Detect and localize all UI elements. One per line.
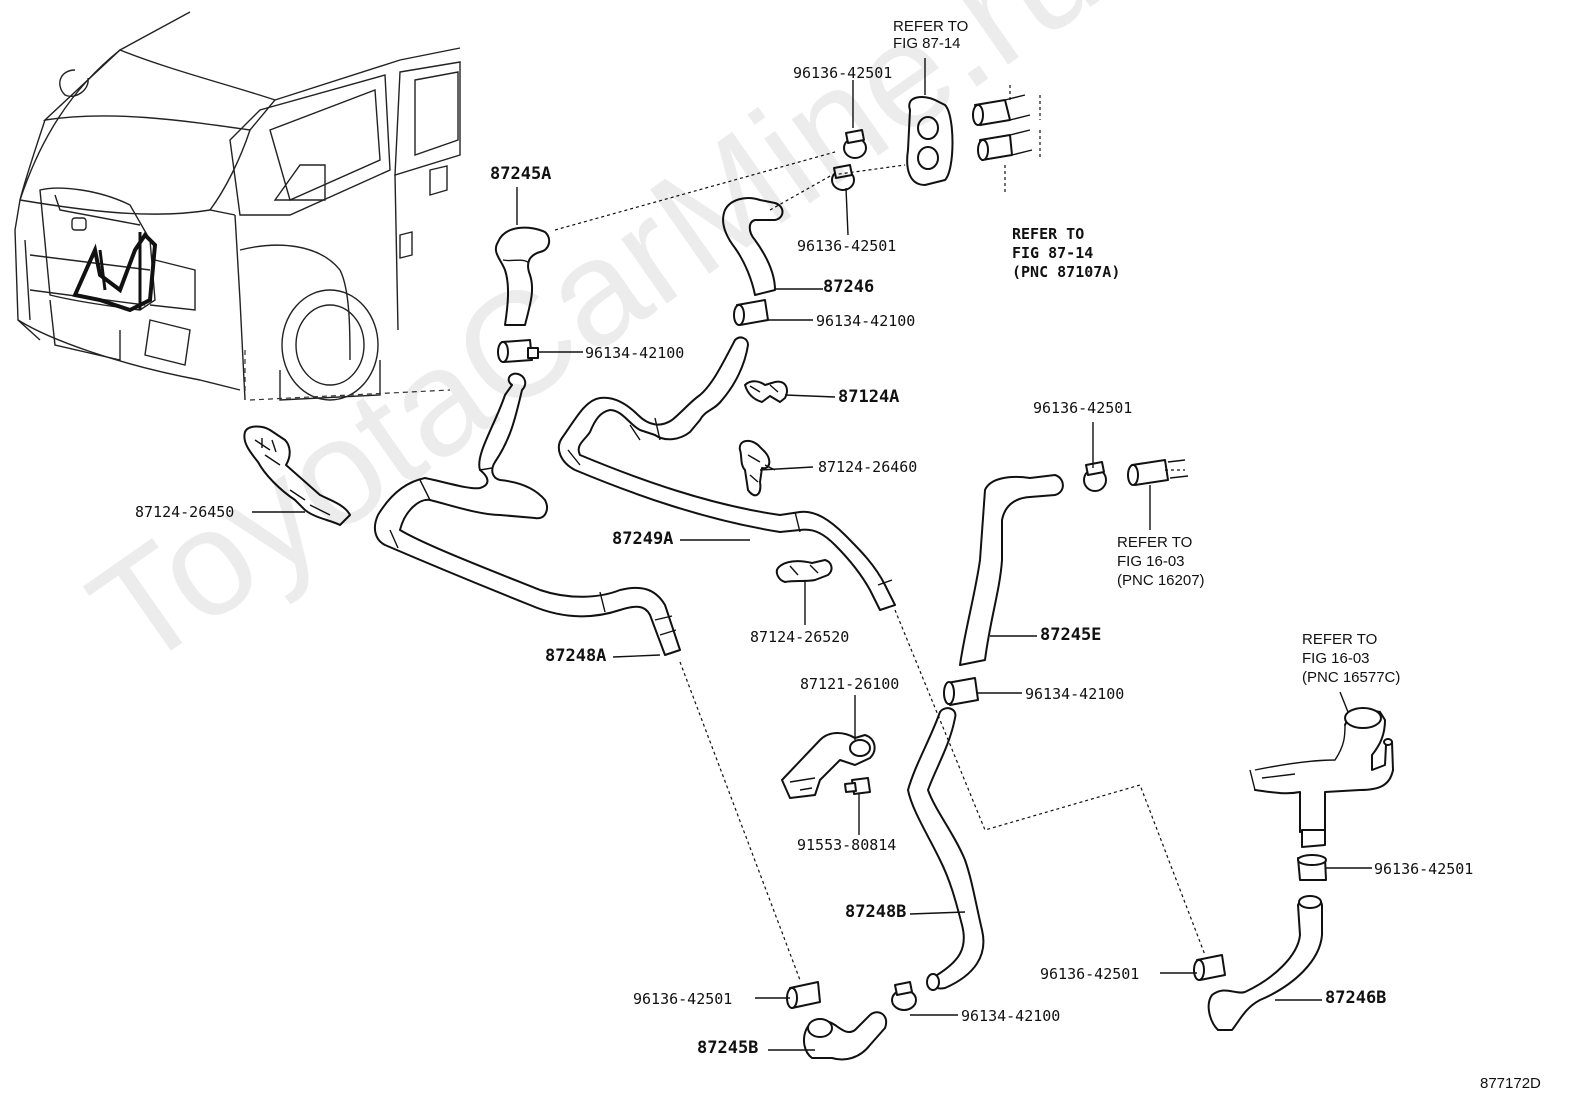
part-label-87248a: 87248A [545,646,607,666]
hose-87248A [373,372,681,656]
clamp-icon [843,129,867,159]
hose-87249A [557,336,896,611]
hose-87246 [722,197,784,296]
van-illustration [14,11,461,401]
dashed-connection-lines [554,151,1206,981]
reference-fig-87-14-pnc-87107a: REFER TO FIG 87-14 (PNC 87107A) [1012,225,1121,281]
clamp-icon [497,339,539,363]
bracket-87124-26450 [243,425,351,526]
part-label-87248b: 87248B [845,902,907,922]
part-label-96136-42501: 96136-42501 [797,237,897,255]
leader-lines [252,58,1372,1051]
part-label-87245e: 87245E [1040,625,1102,645]
part-label-87121-26100: 87121-26100 [800,675,900,693]
clamp-icon [831,164,855,191]
part-label-96136-42501: 96136-42501 [1040,965,1140,983]
part-label-87245a: 87245A [490,164,552,184]
hose-87245A [494,226,551,326]
part-label-87246b: 87246B [1325,988,1387,1008]
part-label-87124a: 87124A [838,387,900,407]
part-label-87245b: 87245B [697,1038,759,1058]
hose-87248B [907,707,985,991]
bracket-87124A [744,380,788,403]
pipe-connector [1127,459,1189,486]
part-label-87246: 87246 [823,277,875,297]
clamp-icon [891,981,917,1011]
figure-id: 877172D [1480,1075,1541,1092]
hose-87246B [1207,895,1323,1031]
part-label-87124-26450: 87124-26450 [135,503,235,521]
part-label-96134-42100: 96134-42100 [816,312,916,330]
part-label-96134-42100: 96134-42100 [585,344,685,362]
part-label-91553-80814: 91553-80814 [797,836,897,854]
part-label-96136-42501: 96136-42501 [793,64,893,82]
part-label-96136-42501: 96136-42501 [1374,860,1474,878]
bolt-91553-80814 [844,777,871,795]
part-label-87124-26460: 87124-26460 [818,458,918,476]
heater-pipe-assembly [1249,707,1394,848]
grommet-assembly [906,85,1041,195]
clamp-icon [733,299,769,326]
reference-fig-16-03-pnc-16207: REFER TO FIG 16-03 (PNC 16207) [1117,534,1205,589]
reference-fig-16-03-pnc-16577c: REFER TO FIG 16-03 (PNC 16577C) [1302,631,1401,686]
part-label-96136-42501: 96136-42501 [1033,399,1133,417]
clamp-icon [1083,461,1107,492]
part-label-96136-42501: 96136-42501 [633,990,733,1008]
hose-87245E [959,474,1064,666]
bracket-87121-26100 [781,732,876,799]
part-label-96134-42100: 96134-42100 [961,1007,1061,1025]
clamp-icon [1193,954,1226,981]
part-label-96134-42100: 96134-42100 [1025,685,1125,703]
clamp-icon [786,981,821,1009]
bracket-87124-26460 [738,439,776,497]
part-label-87124-26520: 87124-26520 [750,628,850,646]
hose-87245B [803,1011,888,1061]
clamp-icon [1297,854,1327,881]
part-label-87249a: 87249A [612,529,674,549]
clamp-icon [943,677,979,706]
bracket-87124-26520 [775,559,833,583]
reference-fig-87-14: REFER TO FIG 87-14 [893,18,969,52]
